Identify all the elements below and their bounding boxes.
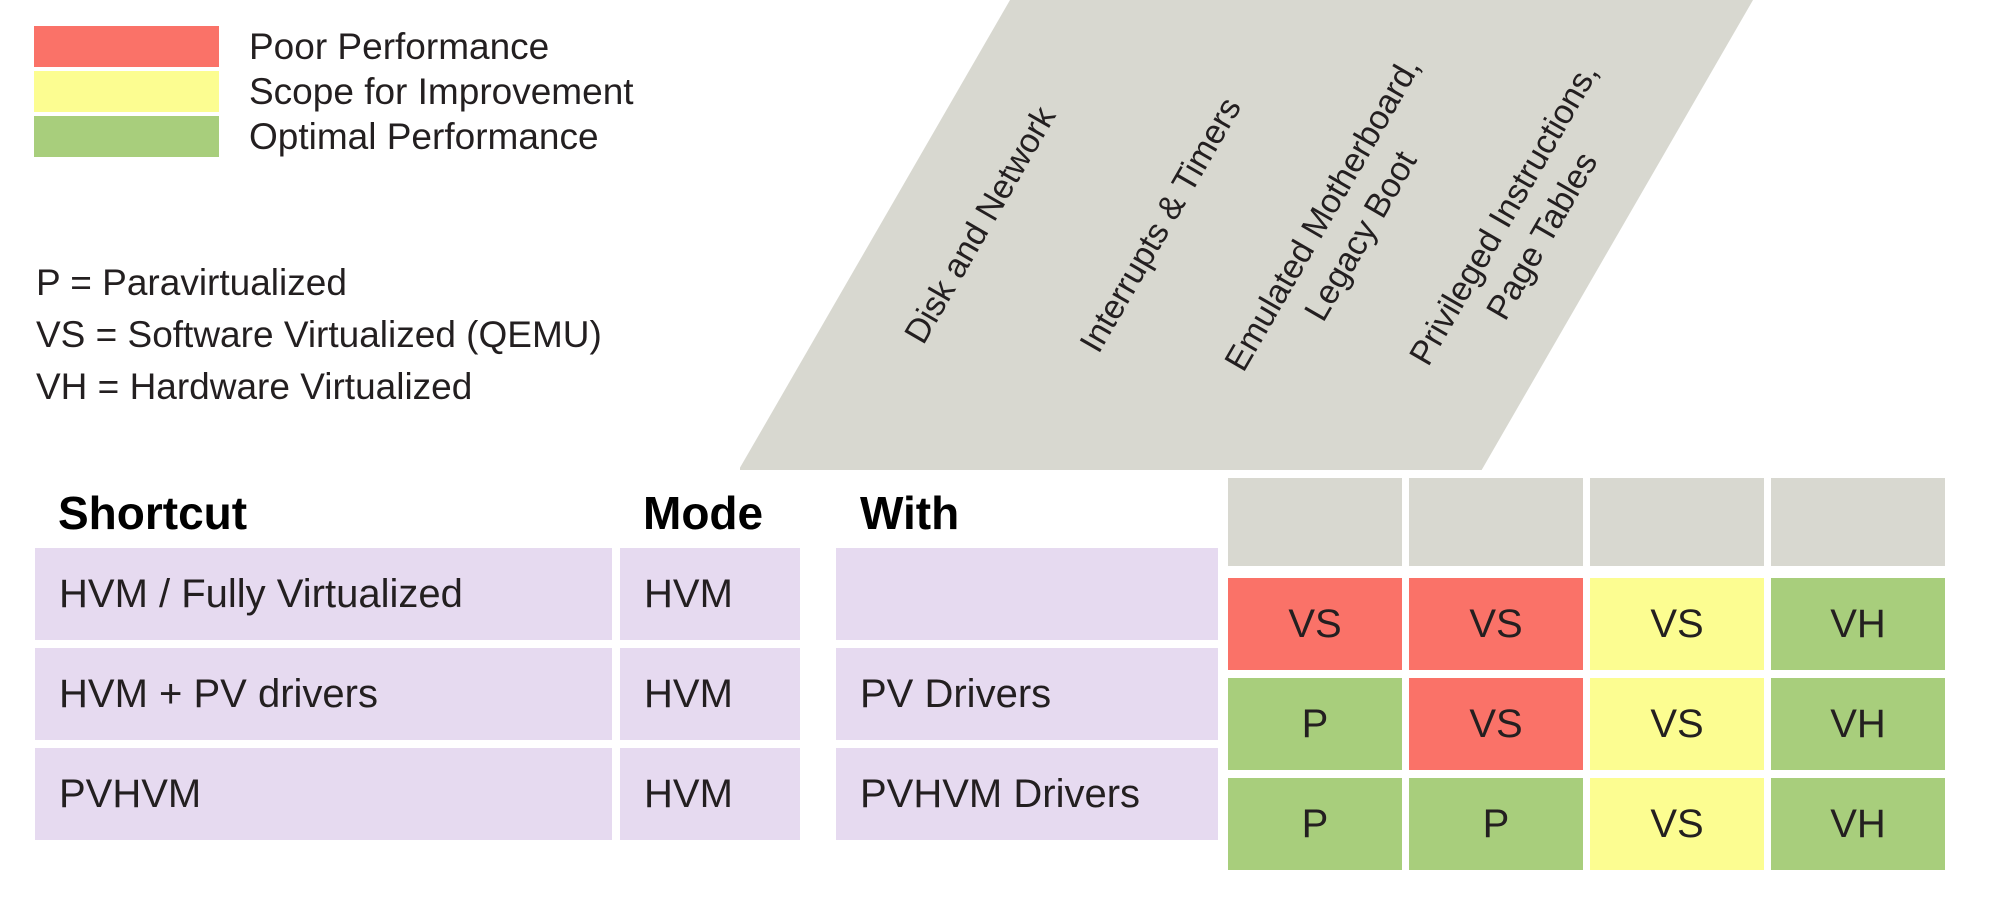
legend-label-optimal: Optimal Performance xyxy=(249,116,599,157)
table-header-row: Shortcut Mode With xyxy=(0,478,1228,548)
matrix-cell-status: VH xyxy=(1771,678,1945,770)
abbreviation-line-vs: VS = Software Virtualized (QEMU) xyxy=(36,314,602,355)
matrix-cell-status: P xyxy=(1228,678,1402,770)
cell-with: PV Drivers xyxy=(836,648,1218,740)
matrix-cell-status: VS xyxy=(1228,578,1402,670)
matrix-row: P VS VS VH xyxy=(1228,678,1990,774)
column-header-mode: Mode xyxy=(643,487,764,539)
matrix-cell-status: P xyxy=(1228,778,1402,870)
cell-mode: HVM xyxy=(620,548,800,640)
column-header-shortcut: Shortcut xyxy=(58,487,248,539)
table-row: HVM / Fully Virtualized HVM xyxy=(0,548,1228,644)
cell-shortcut: PVHVM xyxy=(35,748,612,840)
legend-label-scope: Scope for Improvement xyxy=(249,71,634,112)
column-header-with: With xyxy=(860,487,960,539)
matrix-header-spacer-cell xyxy=(1771,478,1945,566)
cell-mode: HVM xyxy=(620,748,800,840)
legend-item-scope: Scope for Improvement xyxy=(34,69,634,114)
cell-shortcut: HVM + PV drivers xyxy=(35,648,612,740)
status-matrix: VS VS VS VH P VS VS VH P P VS VH xyxy=(1228,478,1990,878)
poor-performance-swatch xyxy=(34,26,219,67)
abbreviation-key: P = Paravirtualized VS = Software Virtua… xyxy=(36,257,602,413)
matrix-cell-status: VH xyxy=(1771,578,1945,670)
matrix-cell-status: P xyxy=(1409,778,1583,870)
matrix-header-spacer-cell xyxy=(1409,478,1583,566)
shortcut-table: Shortcut Mode With HVM / Fully Virtualiz… xyxy=(0,478,1228,848)
matrix-row: P P VS VH xyxy=(1228,778,1990,874)
matrix-cell-status: VS xyxy=(1590,678,1764,770)
diagonal-column-header-band: Disk and Network Interrupts & Timers Emu… xyxy=(740,0,1990,470)
legend: Poor Performance Scope for Improvement O… xyxy=(34,24,634,159)
matrix-cell-status: VS xyxy=(1409,578,1583,670)
legend-label-poor: Poor Performance xyxy=(249,26,550,67)
optimal-performance-swatch xyxy=(34,116,219,157)
matrix-header-spacer-cell xyxy=(1228,478,1402,566)
legend-item-poor: Poor Performance xyxy=(34,24,634,69)
matrix-cell-status: VS xyxy=(1409,678,1583,770)
matrix-cell-status: VS xyxy=(1590,578,1764,670)
abbreviation-line-p: P = Paravirtualized xyxy=(36,262,347,303)
diagonal-header-label-3: Privileged Instructions,Page Tables xyxy=(1400,55,1647,395)
matrix-cell-status: VH xyxy=(1771,778,1945,870)
cell-with xyxy=(836,548,1218,640)
matrix-row: VS VS VS VH xyxy=(1228,578,1990,674)
table-row: HVM + PV drivers HVM PV Drivers xyxy=(0,648,1228,744)
legend-item-optimal: Optimal Performance xyxy=(34,114,634,159)
cell-with: PVHVM Drivers xyxy=(836,748,1218,840)
matrix-header-spacer-cell xyxy=(1590,478,1764,566)
matrix-header-spacer-row xyxy=(1228,478,1990,574)
cell-shortcut: HVM / Fully Virtualized xyxy=(35,548,612,640)
abbreviation-line-vh: VH = Hardware Virtualized xyxy=(36,366,473,407)
scope-for-improvement-swatch xyxy=(34,71,219,112)
matrix-cell-status: VS xyxy=(1590,778,1764,870)
diagonal-header-text-wrap: Privileged Instructions,Page Tables xyxy=(1402,0,1623,470)
table-row: PVHVM HVM PVHVM Drivers xyxy=(0,748,1228,844)
cell-mode: HVM xyxy=(620,648,800,740)
